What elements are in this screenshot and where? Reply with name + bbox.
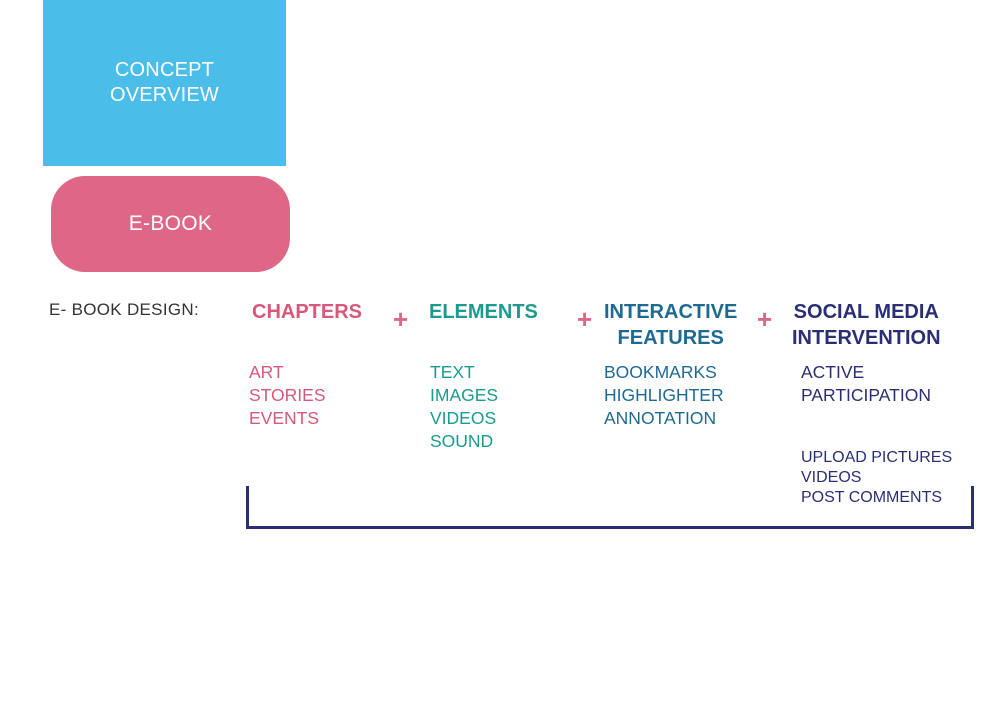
ebook-pill-label: E-BOOK [128,212,213,235]
heading-elements: ELEMENTS [429,299,538,325]
list-item: TEXT [430,362,475,382]
list-item: SOUND [430,431,494,451]
list-item: ACTIVE [801,362,865,382]
list-item: IMAGES [430,385,499,405]
heading-interactive-features-line1: INTERACTIVE [604,301,738,323]
plus-sign-3: + [757,304,773,334]
heading-social-media-line1: SOCIAL MEDIA [793,301,939,323]
heading-social-media-intervention: SOCIAL MEDIA INTERVENTION [792,299,941,351]
interactive-features-list: BOOKMARKS HIGHLIGHTER ANNOTATION [604,361,724,430]
social-media-sub-list: UPLOAD PICTURES VIDEOS POST COMMENTS [801,448,952,508]
list-item: POST COMMENTS [801,489,943,506]
heading-elements-line1: ELEMENTS [429,301,538,323]
list-item: BOOKMARKS [604,362,717,382]
list-item: EVENTS [249,408,320,428]
social-media-list: ACTIVE PARTICIPATION [801,361,931,407]
concept-overview-line1: CONCEPT [114,59,215,81]
plus-sign-2: + [577,304,593,334]
list-item: UPLOAD PICTURES [801,449,953,466]
concept-overview-box: CONCEPT OVERVIEW [43,0,286,166]
list-item: STORIES [249,385,326,405]
list-item: ART [249,362,284,382]
heading-social-media-line2: INTERVENTION [792,327,941,349]
list-item: VIDEOS [801,469,862,486]
list-item: PARTICIPATION [801,385,931,405]
list-item: ANNOTATION [604,408,717,428]
concept-overview-line2: OVERVIEW [109,84,220,106]
list-item: VIDEOS [430,408,497,428]
chapters-list: ART STORIES EVENTS [249,361,326,430]
plus-sign-1: + [393,304,409,334]
heading-interactive-features: INTERACTIVE FEATURES [604,299,737,351]
ebook-design-label: E- BOOK DESIGN: [49,300,199,319]
grouping-bracket [246,486,974,529]
ebook-pill: E-BOOK [51,176,290,272]
elements-list: TEXT IMAGES VIDEOS SOUND [430,361,498,453]
list-item: HIGHLIGHTER [604,385,724,405]
heading-interactive-features-line2: FEATURES [617,327,724,349]
heading-chapters: CHAPTERS [252,299,362,325]
heading-chapters-line1: CHAPTERS [252,301,363,323]
